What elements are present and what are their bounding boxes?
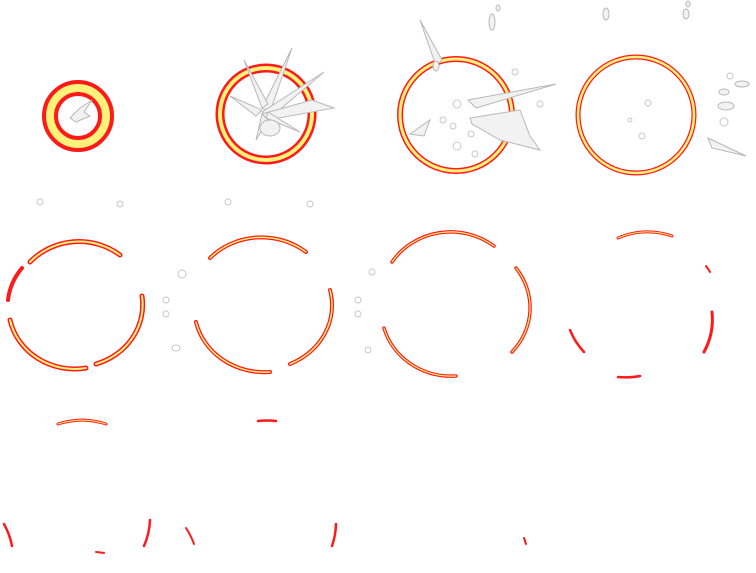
fire-ring-arc [568,328,586,354]
explosion-frame-6 [177,198,372,375]
explosion-frame-3 [397,4,557,174]
explosion-frame-7 [368,230,532,378]
fire-ring-core [46,84,110,148]
fire-ring-arc [288,288,334,366]
fire-ring-arc [705,265,711,273]
smoke-bubbles [368,268,376,276]
explosion-frame-2 [215,47,336,165]
fire-ring-arc [93,293,146,367]
fire-ring-arc [256,419,278,423]
fire-ring-arc [142,518,152,548]
explosion-frame-9 [2,418,152,554]
smoke-bubbles [439,68,544,158]
fire-ring-core [576,55,696,175]
spark-burst [229,47,336,141]
fire-ring-arc [702,310,714,354]
smoke-bubbles [177,198,372,354]
explosion-frame-5 [6,198,181,372]
explosion-frame-8 [568,230,714,379]
spark-shard [69,99,93,123]
spark-burst [408,4,557,151]
fire-ring-arc [390,230,496,264]
explosion-frame-10 [185,419,338,548]
fire-ring-arc [330,522,338,548]
fire-ring-arc [194,320,272,375]
fire-ring-core [218,66,314,162]
explosion-frame-1 [42,80,114,152]
fire-ring-arc [616,374,642,379]
smoke-bubbles [627,72,734,140]
fire-ring-arc [6,266,24,302]
fire-ring-arc [2,522,14,548]
smoke-bubbles [36,198,181,352]
explosion-frame-4 [575,0,750,176]
spark-burst [602,0,750,157]
fire-ring-arc [185,527,195,545]
explosion-frame-11 [523,537,527,545]
fire-ring-arc [95,551,105,554]
fire-ring-arc [523,537,527,545]
